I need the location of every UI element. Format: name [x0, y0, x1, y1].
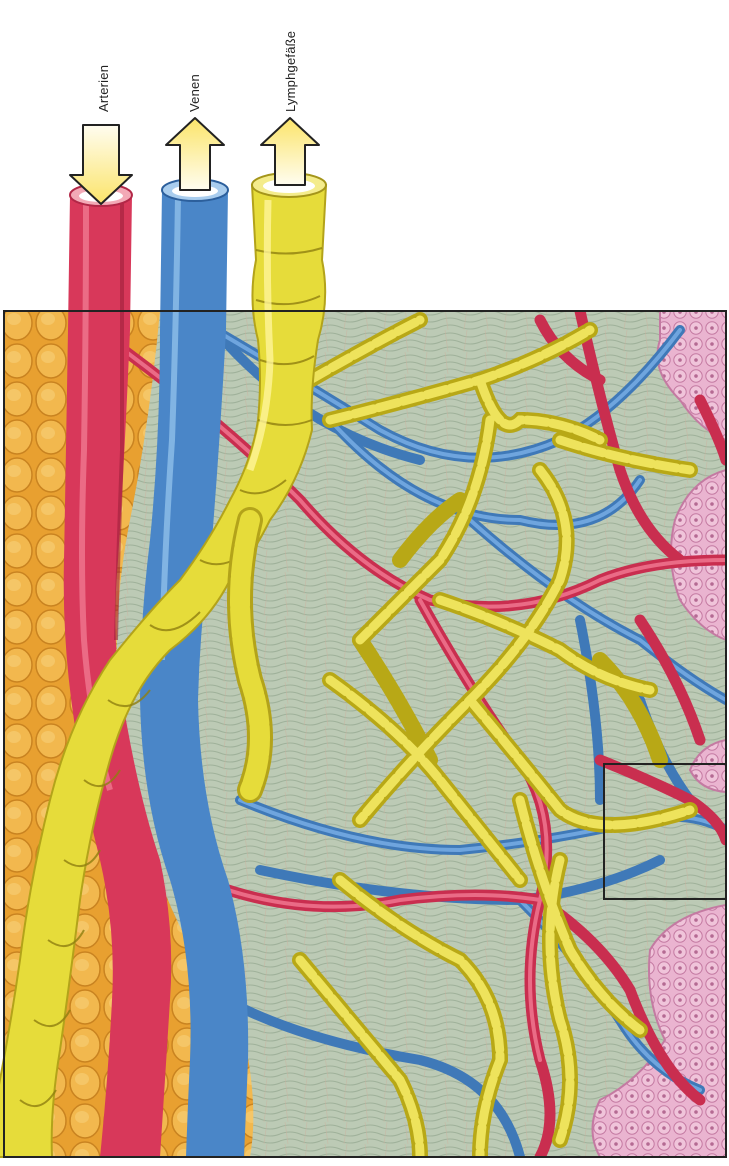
label-veins: Venen	[187, 74, 202, 112]
label-arteries: Arterien	[96, 65, 111, 112]
veins-arrow	[166, 118, 224, 190]
label-lymph-vessels: Lymphgefäße	[283, 31, 298, 112]
